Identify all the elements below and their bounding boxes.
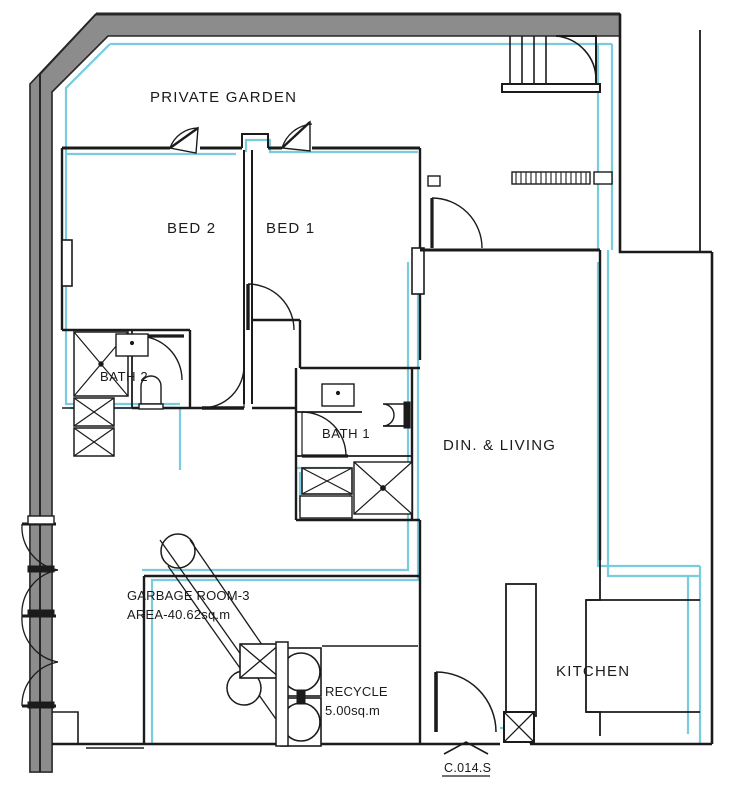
bath2-fixtures: [73, 331, 164, 457]
door-jamb-left-3: [27, 609, 55, 617]
interior-walls: [52, 14, 714, 749]
service-lines-cyan: [64, 42, 702, 746]
room-label-bath-1: BATH 1: [322, 426, 370, 441]
door-jamb-left-4: [27, 701, 55, 709]
stair-hatch-end-cap: [593, 171, 613, 185]
stair-door-swing-icon: [555, 35, 597, 81]
door-swing-entry-dining-icon: [430, 197, 483, 249]
bath1-fixtures: [299, 383, 413, 519]
bathtub-icon-bath1: [382, 401, 411, 429]
bin-connector: [296, 689, 306, 705]
door-swing-bed2-garden-icon: [168, 126, 199, 154]
door-jamb-left-1: [27, 515, 55, 525]
door-tag-label: C.014.S: [444, 761, 491, 775]
wall-bed-divider-notch: [241, 133, 269, 148]
window-bed2-left: [61, 239, 73, 287]
opening-dining-top: [427, 175, 441, 187]
room-area-recycle: 5.00sq.m: [325, 703, 380, 718]
window-bed1-right: [411, 247, 425, 295]
room-label-bed-2: BED 2: [167, 220, 216, 237]
garbage-room-equipment: [159, 533, 418, 747]
exterior-wall-chamfer-outline: [39, 13, 97, 772]
door-jamb-left-2: [27, 565, 55, 573]
kitchen-counter-icon: [505, 560, 700, 736]
toilet-rounded-icon-bath2: [138, 375, 164, 410]
shower-x-box-icon-bath1-large: [353, 461, 413, 515]
shower-x-box-icon-bath2-lower: [73, 427, 115, 457]
service-line-living-loop2: [142, 262, 410, 572]
bin-rail-left: [275, 641, 289, 747]
window-details: [27, 175, 524, 744]
room-label-bed-1: BED 1: [266, 220, 315, 237]
sink-rect-icon-bath2: [115, 333, 149, 357]
stairs-and-balcony-top-right: [501, 35, 601, 93]
service-line-bed1-top: [244, 138, 418, 154]
door-tag-chevron-icon: [443, 741, 489, 755]
shower-x-box-icon-garbage: [239, 643, 281, 679]
room-label-kitchen: KITCHEN: [556, 663, 630, 680]
shower-x-box-icon-kitchen-entry: [503, 711, 535, 743]
door-swing-bed1-garden-icon: [280, 120, 313, 152]
round-bin-icon-upper: [160, 533, 196, 569]
stair-door-frame: [556, 35, 597, 84]
room-label-recycle: RECYCLE: [325, 684, 388, 699]
room-label-bath-2: BATH 2: [100, 369, 148, 384]
door-tag: C.014.S: [442, 741, 491, 777]
room-label-din-living: DIN. & LIVING: [443, 437, 556, 454]
kitchen-counter-right-profile: [585, 580, 601, 736]
door-swing-bath1-icon: [301, 411, 348, 458]
sink-rect-icon-bath1: [321, 383, 355, 407]
service-line-right-mid2: [596, 262, 700, 568]
service-line-right-mid: [606, 250, 700, 578]
door-swing-kitchen-entry-icon: [434, 671, 497, 733]
door-swing-bed1-hall-icon: [246, 283, 295, 331]
room-label-garbage-room: GARBAGE ROOM-3: [127, 588, 250, 603]
bath1-lower-shelf: [299, 495, 353, 519]
shower-x-box-icon-bath1-small: [301, 467, 353, 495]
stair-hatch-icon: [511, 171, 591, 185]
shower-x-box-icon-bath2-mid: [73, 397, 115, 427]
wall-right-upper: [618, 14, 712, 254]
door-swing-bed2-hall-icon: [201, 365, 245, 410]
room-area-garbage-room: AREA-40.62sq.m: [127, 607, 230, 622]
kitchen-counter-left: [505, 583, 537, 717]
service-line-living-loop: [150, 250, 420, 744]
left-lobby-corner: [52, 711, 79, 744]
stair-landing: [501, 83, 601, 93]
room-label-private-garden: PRIVATE GARDEN: [150, 89, 297, 106]
